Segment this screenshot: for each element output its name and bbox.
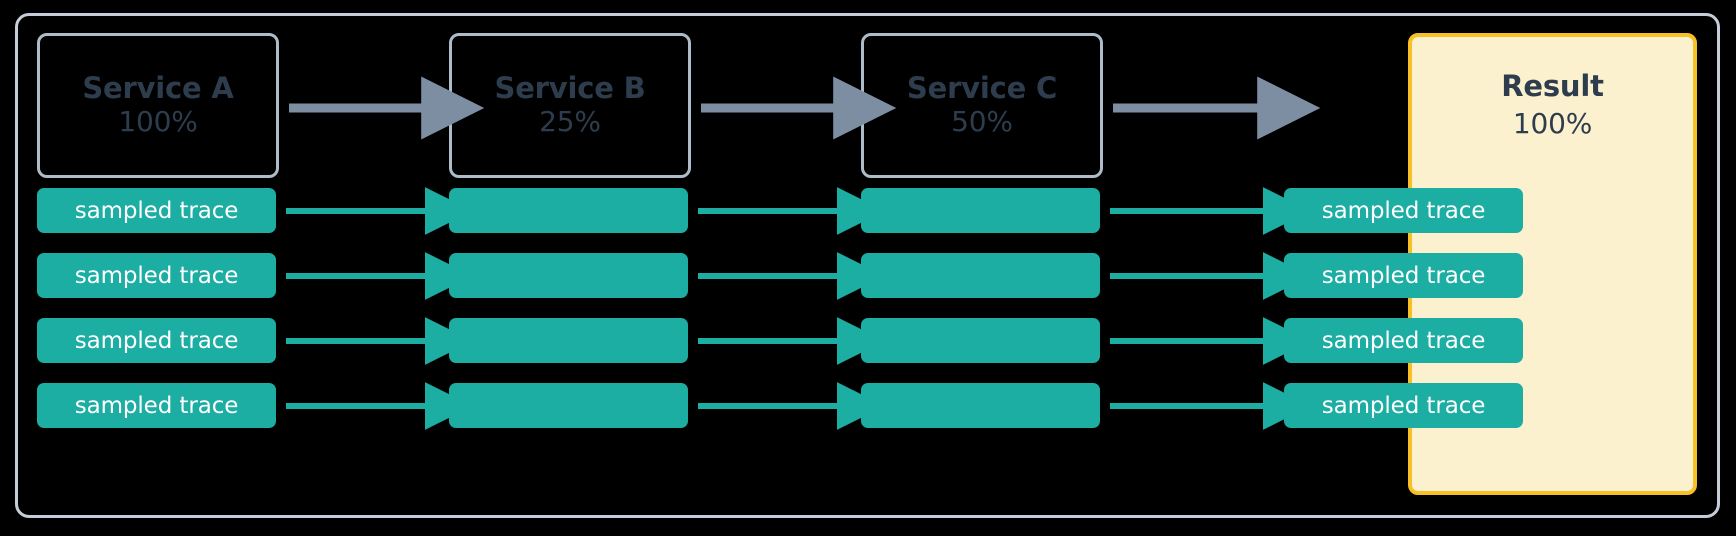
node-service-b-percent: 25% <box>539 105 601 139</box>
node-service-a-name: Service A <box>82 70 234 105</box>
trace-bar-result-3[interactable]: sampled trace <box>1284 383 1523 428</box>
node-service-a-percent: 100% <box>118 105 198 139</box>
trace-bar-result-0[interactable]: sampled trace <box>1284 188 1523 233</box>
trace-bar-result-2-label: sampled trace <box>1321 327 1486 354</box>
node-result-percent: 100% <box>1512 107 1593 140</box>
trace-bar-result-2[interactable]: sampled trace <box>1284 318 1523 363</box>
trace-bar-a-3[interactable]: sampled trace <box>37 383 276 428</box>
node-service-c-name: Service C <box>906 70 1058 105</box>
trace-bar-b-3[interactable] <box>449 383 688 428</box>
node-service-b-name: Service B <box>494 70 646 105</box>
trace-bar-a-1[interactable]: sampled trace <box>37 253 276 298</box>
trace-bar-c-2[interactable] <box>861 318 1100 363</box>
trace-bar-c-0[interactable] <box>861 188 1100 233</box>
trace-bar-result-0-label: sampled trace <box>1321 197 1486 224</box>
trace-bar-b-1[interactable] <box>449 253 688 298</box>
node-service-c-percent: 50% <box>951 105 1013 139</box>
node-service-a[interactable]: Service A 100% <box>37 33 279 178</box>
diagram-outer-frame <box>15 13 1720 518</box>
trace-bar-b-0[interactable] <box>449 188 688 233</box>
trace-bar-result-3-label: sampled trace <box>1321 392 1486 419</box>
trace-bar-b-2[interactable] <box>449 318 688 363</box>
trace-bar-c-1[interactable] <box>861 253 1100 298</box>
trace-bar-a-0-label: sampled trace <box>74 197 239 224</box>
trace-bar-c-3[interactable] <box>861 383 1100 428</box>
trace-bar-result-1-label: sampled trace <box>1321 262 1486 289</box>
trace-bar-result-1[interactable]: sampled trace <box>1284 253 1523 298</box>
trace-bar-a-2[interactable]: sampled trace <box>37 318 276 363</box>
trace-bar-a-0[interactable]: sampled trace <box>37 188 276 233</box>
node-service-b[interactable]: Service B 25% <box>449 33 691 178</box>
trace-bar-a-3-label: sampled trace <box>74 392 239 419</box>
trace-bar-a-1-label: sampled trace <box>74 262 239 289</box>
trace-bar-a-2-label: sampled trace <box>74 327 239 354</box>
node-result-name: Result <box>1501 69 1604 103</box>
node-service-c[interactable]: Service C 50% <box>861 33 1103 178</box>
